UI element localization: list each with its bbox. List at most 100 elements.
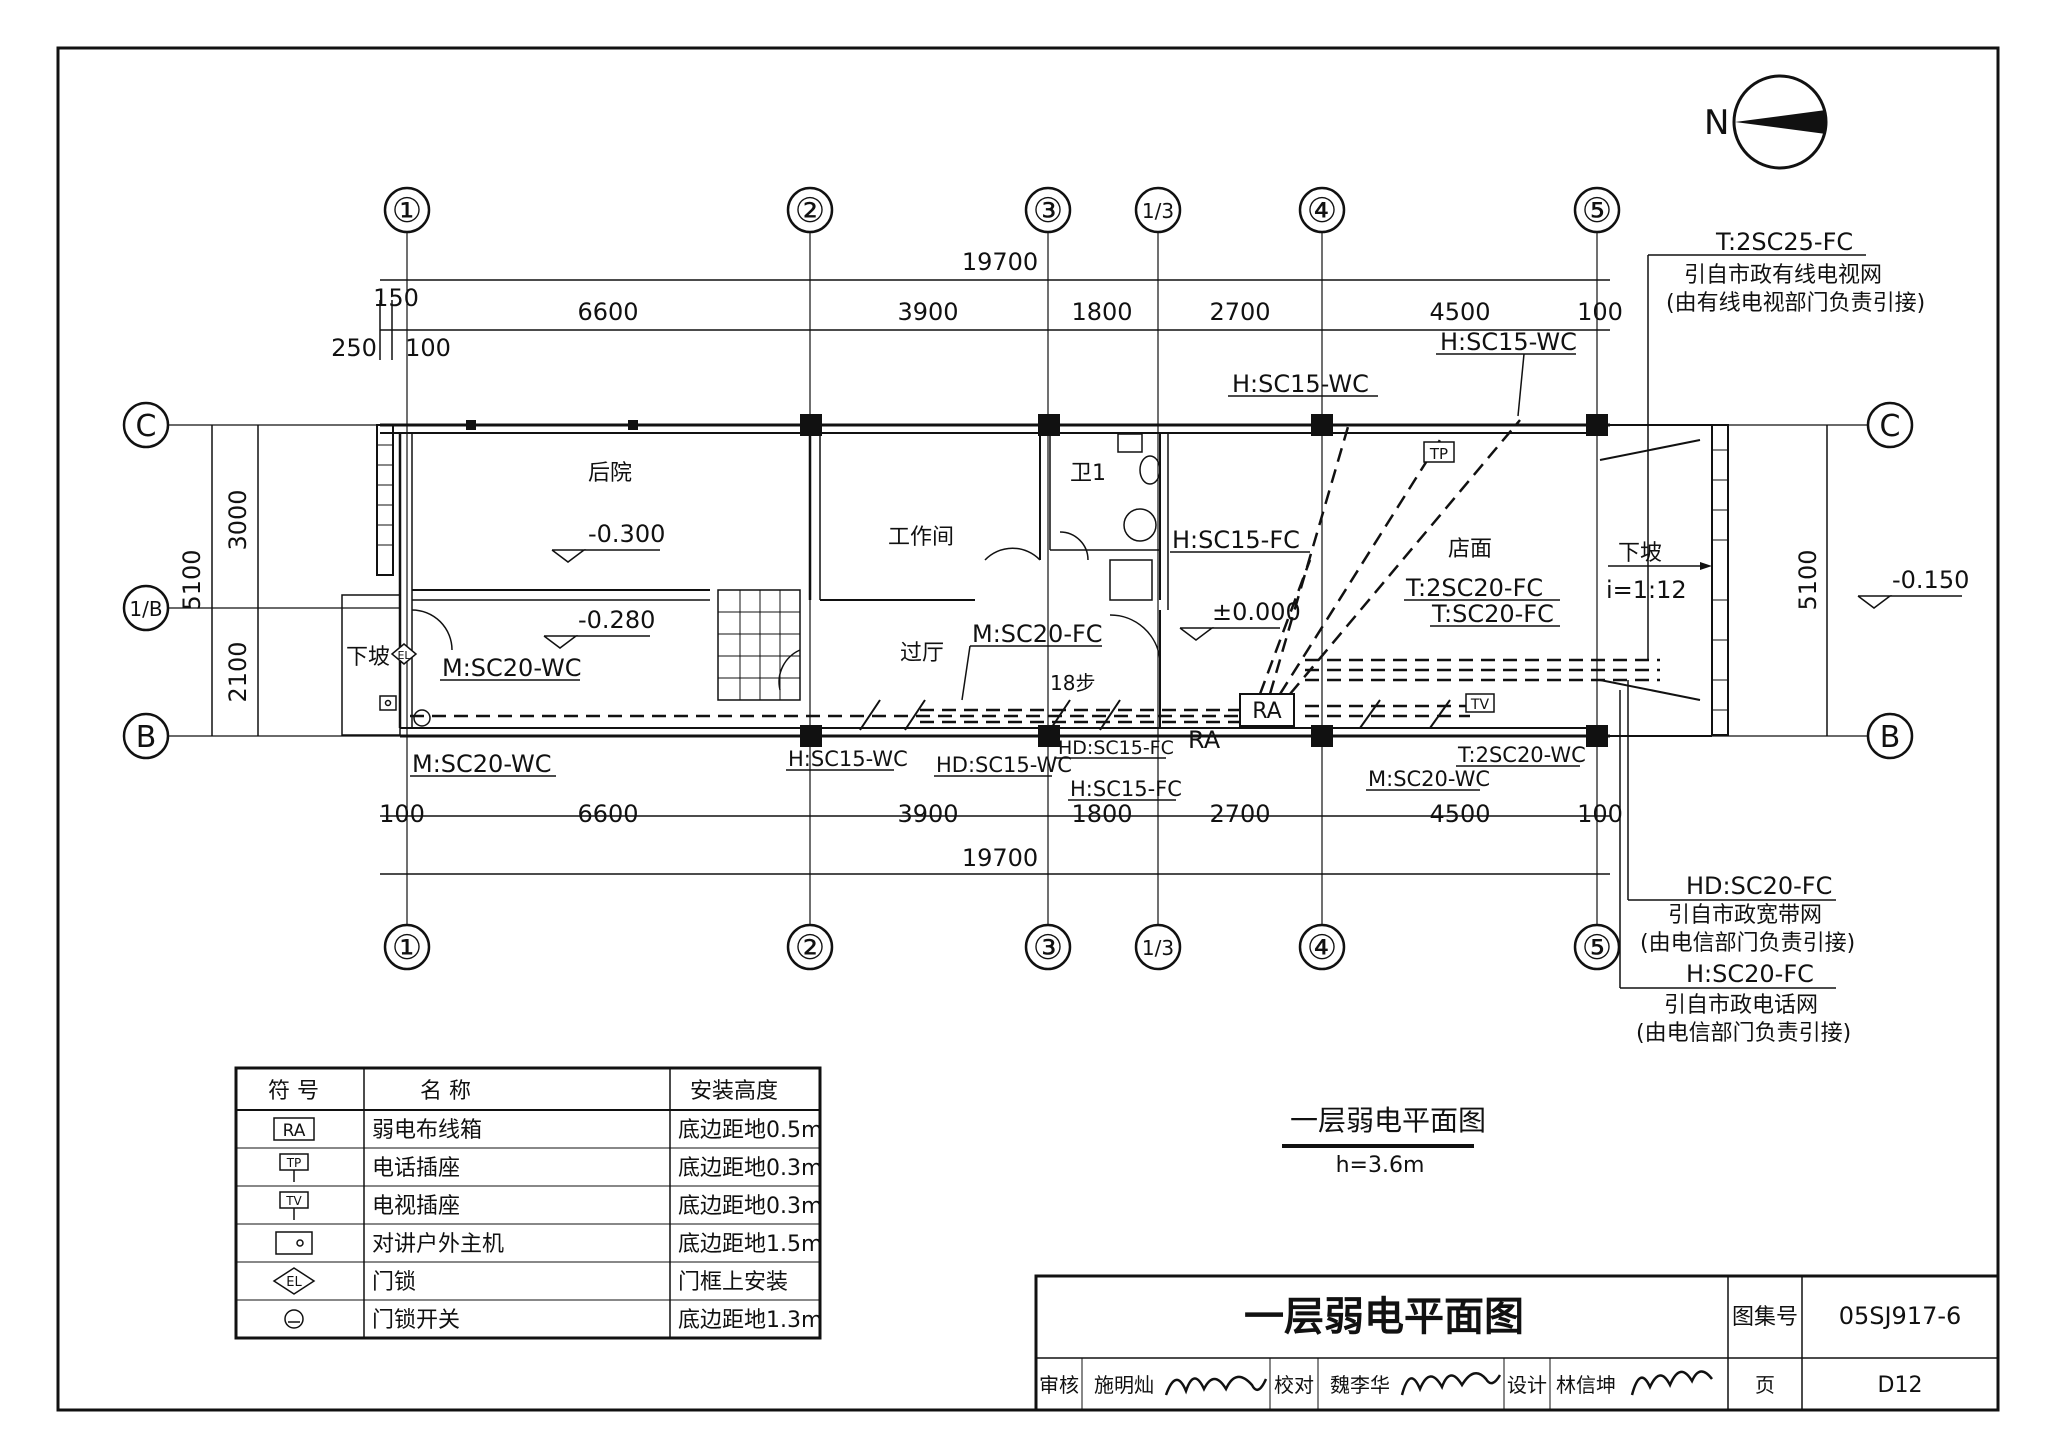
label-hd-sc15-wc: HD:SC15-WC: [936, 753, 1072, 777]
feed-tv-cable: T:2SC25-FC: [1715, 228, 1853, 256]
label-t-sc20-fc: T:SC20-FC: [1431, 600, 1554, 628]
axis-col-5-bottom: ⑤: [1582, 928, 1612, 968]
dim-left-2100: 2100: [224, 641, 252, 702]
legend-symbol-ra: RA: [273, 1117, 315, 1141]
legend-height-ra: 底边距地0.5m: [678, 1118, 822, 1143]
legend-header-symbol: 符 号: [268, 1079, 319, 1104]
axis-col-4-bottom: ④: [1307, 928, 1337, 968]
level-marks: [543, 549, 1962, 649]
page-number: D12: [1878, 1373, 1923, 1398]
title-block: 一层弱电平面图 图集号 05SJ917-6 审核 施明灿 校对 魏李华 设计 林…: [1034, 1274, 2000, 1412]
dim-top-100-right: 100: [1577, 298, 1623, 326]
level-corridor: -0.280: [578, 606, 655, 634]
label-m-sc20-wc-c: M:SC20-WC: [1368, 767, 1490, 791]
label-h-sc15-wc-b: H:SC15-WC: [1440, 328, 1577, 356]
ra-box-label: RA: [1252, 699, 1281, 724]
axis-row-c-left: C: [136, 409, 157, 444]
page-label: 页: [1755, 1373, 1775, 1397]
dim-top-6600: 6600: [577, 298, 638, 326]
legend-symbol-tp: TP: [279, 1153, 309, 1182]
room-toilet: 卫1: [1070, 461, 1106, 486]
legend-symbol-tv: TV: [279, 1191, 309, 1220]
room-hall: 过厅: [900, 641, 944, 666]
legend-name-ra: 弱电布线箱: [372, 1118, 482, 1143]
axis-col-1-3-top: 1/3: [1142, 199, 1174, 223]
legend-name-tp: 电话插座: [372, 1156, 460, 1181]
dim-top-150: 150: [373, 284, 419, 312]
dim-bottom-2700: 2700: [1209, 800, 1270, 828]
dim-top-1800: 1800: [1071, 298, 1132, 326]
atlas-number: 05SJ917-6: [1839, 1302, 1962, 1330]
caption-title: 一层弱电平面图: [1290, 1104, 1486, 1137]
dim-top-total: 19700: [962, 248, 1038, 276]
ra-distribution-box: RA: [1239, 693, 1295, 727]
reviewer-signature: [1164, 1375, 1268, 1396]
dim-bottom-6600: 6600: [577, 800, 638, 828]
legend-height-tv: 底边距地0.3m: [678, 1194, 822, 1219]
note-ramp-left: 下坡: [346, 645, 390, 670]
dim-bottom-100-right: 100: [1577, 800, 1623, 828]
dim-top-100-left: 100: [405, 334, 451, 362]
structural-columns: [466, 414, 1608, 747]
legend-height-intercom: 底边距地1.5m: [678, 1232, 822, 1257]
design-label: 设计: [1507, 1373, 1547, 1397]
axis-col-1-bottom: ①: [392, 928, 422, 968]
dim-top-250: 250: [331, 334, 377, 362]
label-h-sc15-wc-c: H:SC15-WC: [788, 747, 908, 771]
feed-broadband-cable: HD:SC20-FC: [1686, 872, 1832, 900]
dim-bottom-total: 19700: [962, 844, 1038, 872]
dimension-texts: 19700 6600 3900 1800 2700 4500 150 250 1…: [178, 248, 1822, 872]
intercom-unit: [379, 695, 397, 711]
note-slope: i=1:12: [1606, 576, 1687, 604]
legend-symbol-tp-text: TP: [286, 1156, 302, 1170]
atlas-label: 图集号: [1732, 1305, 1798, 1330]
label-hd-sc15-fc: HD:SC15-FC: [1058, 737, 1174, 759]
legend-height-tp: 底边距地0.3m: [678, 1156, 822, 1181]
room-workroom: 工作间: [888, 525, 954, 550]
tv-label: TV: [1470, 697, 1490, 713]
legend-symbol-tv-text: TV: [285, 1194, 302, 1208]
room-labels: 后院 工作间 卫1 过厅 店面: [588, 461, 1492, 666]
tp-label: TP: [1429, 445, 1448, 463]
dimension-lines: [211, 279, 1828, 875]
axis-col-3-top: ③: [1033, 191, 1063, 231]
axis-col-1-3-bottom: 1/3: [1142, 936, 1174, 960]
checker-name: 魏李华: [1330, 1373, 1390, 1397]
grid-axis-labels: ① ② ③ 1/3 ④ ⑤ ① ② ③ 1/3 ④ ⑤ C 1/B B C B: [129, 191, 1900, 968]
title-block-title: 一层弱电平面图: [1244, 1294, 1524, 1340]
north-arrow: N: [1704, 74, 1828, 170]
legend-height-el: 门框上安装: [678, 1270, 788, 1295]
legend-table: 符 号 名 称 安装高度 RA TP TV EL: [234, 1066, 822, 1340]
level-texts: -0.300 -0.280 ±0.000 -0.150: [578, 520, 1969, 634]
note-stairs: 18步: [1050, 671, 1095, 695]
room-shop: 店面: [1448, 537, 1492, 562]
label-t-2sc20-fc: T:2SC20-FC: [1405, 574, 1543, 602]
label-h-sc15-wc-a: H:SC15-WC: [1232, 370, 1369, 398]
legend-name-el: 门锁: [372, 1270, 416, 1295]
reviewer-name: 施明灿: [1094, 1373, 1154, 1397]
legend-header-height: 安装高度: [690, 1079, 778, 1104]
label-h-sc15-fc: H:SC15-FC: [1172, 526, 1300, 554]
feed-phone-line1: 引自市政电话网: [1664, 993, 1818, 1018]
axis-col-1-top: ①: [392, 191, 422, 231]
legend-header-name: 名 称: [420, 1079, 471, 1104]
axis-col-2-bottom: ②: [795, 928, 825, 968]
building-walls: [341, 423, 1729, 738]
level-backyard: -0.300: [588, 520, 665, 548]
axis-col-4-top: ④: [1307, 191, 1337, 231]
review-label: 审核: [1039, 1373, 1079, 1397]
tv-outlet: TV: [1465, 693, 1495, 713]
dim-bottom-4500: 4500: [1429, 800, 1490, 828]
legend-name-switch: 门锁开关: [372, 1308, 460, 1333]
axis-row-b-left: B: [136, 720, 157, 755]
axis-row-c-right: C: [1880, 409, 1901, 444]
check-label: 校对: [1274, 1373, 1314, 1397]
label-m-sc20-wc-a: M:SC20-WC: [442, 654, 582, 682]
level-outside: -0.150: [1892, 566, 1969, 594]
axis-col-2-top: ②: [795, 191, 825, 231]
legend-symbol-el-text: EL: [286, 1275, 302, 1290]
tp-outlet: TP: [1423, 441, 1455, 463]
axis-row-1b-left: 1/B: [129, 597, 162, 621]
feed-phone-cable: H:SC20-FC: [1686, 960, 1814, 988]
